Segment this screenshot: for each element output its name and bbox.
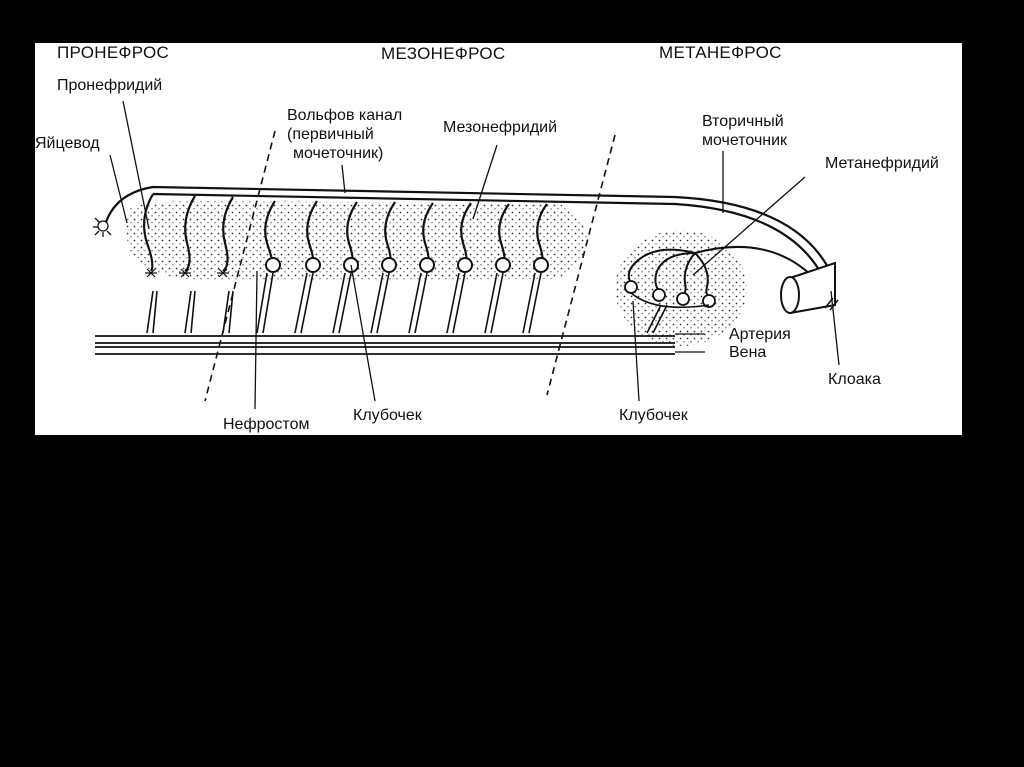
label-metanephridium: Метанефридий [825,155,939,172]
label-cloaca: Клоака [828,371,881,388]
region-mesonephros: МЕЗОНЕФРОС [381,44,506,63]
pronephric-tubules [142,193,234,272]
label-vein: Вена [729,344,767,361]
secondary-ureter-duct [694,246,816,280]
cloaca-tube [780,261,839,315]
metanephros-tissue [615,230,747,346]
wolffian-duct [152,192,823,276]
leader-lines [109,100,840,410]
label-wolffian-duct-3: мочеточник) [293,145,384,162]
region-pronephros: ПРОНЕФРОС [57,43,170,62]
pronephridium-funnels [145,268,229,278]
label-wolffian-duct-2: (первичный [287,126,374,143]
label-glomerulus-meta: Клубочек [619,407,688,424]
oviduct-duct [103,185,831,272]
oviduct-funnel-icon [93,217,112,237]
separator-meso-meta [546,134,616,396]
label-mesonephridium: Мезонефридий [443,119,558,136]
label-nephrostome: Нефростом [223,416,310,433]
artery-vessel [95,335,675,344]
diagram-panel: ПРОНЕФРОС МЕЗОНЕФРОС МЕТАНЕФРОС Пронефри… [35,43,962,435]
kidney-evolution-diagram [93,100,840,410]
label-oviduct: Яйцевод [35,135,100,152]
region-metanephros: МЕТАНЕФРОС [659,43,782,62]
glomerular-vessels [146,272,710,334]
bowman-capsules [265,257,549,273]
separator-pro-meso [204,130,276,402]
label-secondary-ureter-2: мочеточник [702,132,788,149]
label-pronephridium: Пронефридий [57,77,163,94]
label-glomerulus-meso: Клубочек [353,407,422,424]
vein-vessel [95,346,675,355]
label-wolffian-duct-1: Вольфов канал [287,107,403,124]
label-artery: Артерия [729,326,791,343]
label-secondary-ureter-1: Вторичный [702,113,784,130]
